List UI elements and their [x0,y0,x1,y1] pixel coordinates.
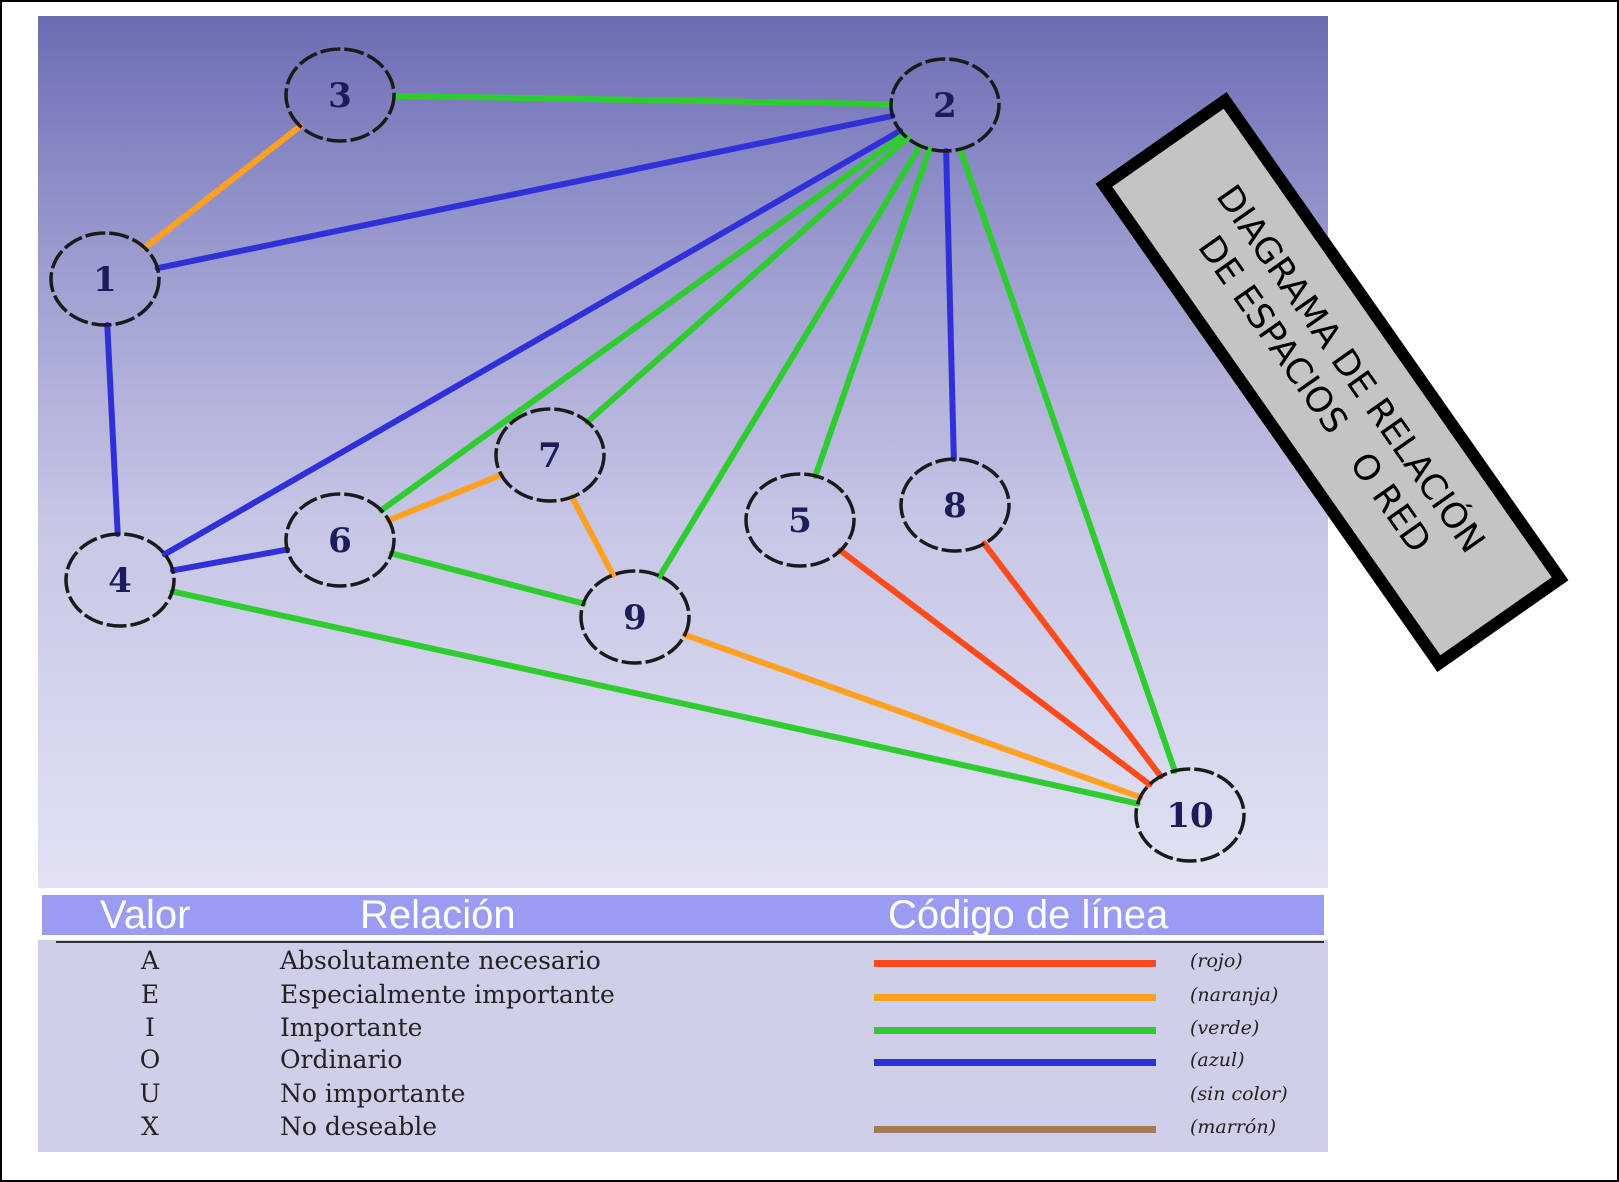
edge-5-10 [837,547,1153,788]
node-circle [49,231,161,327]
legend-value: E [140,980,160,1009]
edge-7-2 [584,135,911,425]
node-label: 7 [538,436,562,476]
node-6: 6 [284,492,396,588]
node-circle [579,569,691,665]
edge-6-2 [378,131,907,514]
legend-value: U [139,1079,161,1108]
edge-1-2 [154,112,896,272]
legend-value: O [139,1045,161,1074]
header-relacion: Relación [360,893,516,937]
node-1: 1 [49,231,161,327]
legend-color-name: (marrón) [1190,1116,1277,1138]
legend-color-name: (rojo) [1190,950,1243,972]
legend-relation: No deseable [280,1112,437,1141]
legend-relation: Importante [280,1013,423,1042]
legend-row-x: X No deseable (marrón) [0,1112,1619,1146]
edge-9-10 [681,631,1144,801]
legend-line-swatch [874,1093,1156,1100]
edge-3-1 [141,123,304,251]
edge-8-2 [943,147,957,463]
node-circle [284,492,396,588]
legend-line-swatch [874,1059,1156,1066]
node-label: 2 [933,86,957,126]
node-label: 8 [943,486,967,526]
legend-color-name: (naranja) [1190,984,1279,1006]
node-label: 4 [108,561,132,601]
edge-4-6 [169,546,291,574]
node-circle [744,472,856,568]
legend-relation: Ordinario [280,1045,403,1074]
legend-value: A [140,946,160,975]
legend-line-swatch [874,994,1156,1001]
node-label: 10 [1166,796,1213,836]
legend-color-name: (sin color) [1190,1083,1288,1105]
node-2: 2 [889,57,1001,153]
legend-row-a: A Absolutamente necesario (rojo) [0,946,1619,980]
edge-7-9 [569,493,616,579]
edge-10-2 [957,146,1178,774]
node-label: 6 [328,521,352,561]
legend-relation: Absolutamente necesario [280,946,601,975]
node-7: 7 [494,407,606,503]
node-5: 5 [744,472,856,568]
header-codigo: Código de línea [888,893,1169,937]
node-10: 10 [1134,767,1246,863]
node-8: 8 [899,457,1011,553]
node-3: 3 [284,47,396,143]
node-label: 1 [93,260,117,300]
legend-color-name: (azul) [1190,1049,1245,1071]
header-valor: Valor [100,893,191,937]
legend-divider [56,941,1324,943]
node-circle [64,532,176,628]
node-label: 5 [788,501,812,541]
edge-1-4 [104,321,121,538]
edge-4-2 [161,127,904,558]
node-label: 3 [328,76,352,116]
legend-row-e: E Especialmente importante (naranja) [0,980,1619,1014]
node-circle [494,407,606,503]
legend-header-bar: Valor Relación Código de línea [42,893,1324,937]
edge-6-9 [388,550,587,607]
nodes-layer: 1 2 3 4 5 6 7 8 9 10 [49,47,1246,863]
node-circle [889,57,1001,153]
legend-panel [38,940,1328,1152]
node-circle [284,47,396,143]
legend-line-swatch [874,1126,1156,1133]
edges-layer [104,92,1178,807]
legend-relation: No importante [280,1079,466,1108]
node-circle [1134,767,1246,863]
legend-line-swatch [874,1027,1156,1034]
edge-8-10 [981,540,1164,780]
legend-row-o: O Ordinario (azul) [0,1045,1619,1079]
legend-row-u: U No importante (sin color) [0,1079,1619,1113]
legend-color-name: (verde) [1190,1017,1260,1039]
node-circle [899,457,1011,553]
edge-6-7 [385,471,505,524]
legend-line-swatch [874,960,1156,967]
node-label: 9 [623,598,647,638]
legend-relation: Especialmente importante [280,980,615,1009]
node-4: 4 [64,532,176,628]
edge-4-10 [169,588,1141,807]
legend-value: X [141,1112,159,1141]
edge-9-2 [656,142,924,580]
node-9: 9 [579,569,691,665]
legend-value: I [145,1013,155,1042]
edge-5-2 [812,146,933,479]
legend-row-i: I Importante (verde) [0,1013,1619,1047]
edge-3-2 [390,92,895,108]
